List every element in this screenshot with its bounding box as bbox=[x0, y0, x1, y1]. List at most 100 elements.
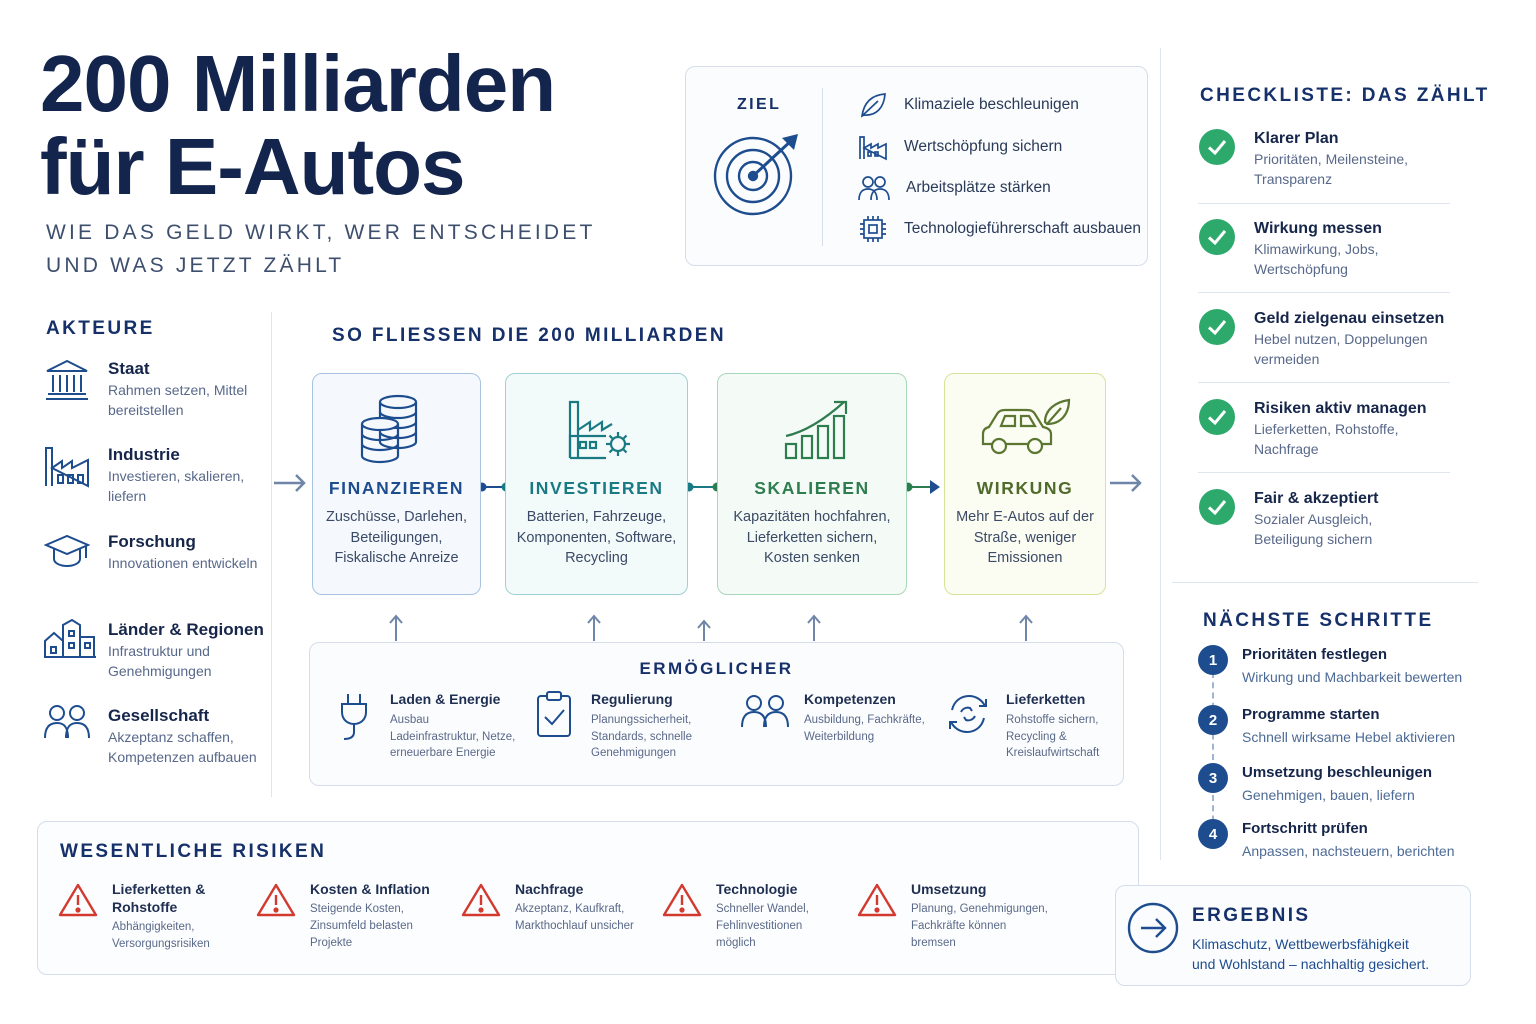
step-number: 4 bbox=[1198, 819, 1228, 849]
akteur-title: Länder & Regionen bbox=[108, 620, 264, 639]
checklist-title: Wirkung messen bbox=[1254, 220, 1382, 237]
enabler-text: Planungssicherheit, Standards, schnelle … bbox=[591, 714, 693, 759]
checklist-item: Risiken aktiv managen Lieferketten, Rohs… bbox=[1198, 398, 1434, 459]
check-circle-icon bbox=[1198, 308, 1236, 369]
plug-icon bbox=[338, 690, 374, 762]
risk-item: Lieferketten & Rohstoffe Abhängigkeiten,… bbox=[58, 880, 232, 953]
ziel-item: Klimaziele beschleunigen bbox=[858, 90, 1079, 120]
akteur-text: Infrastruktur und Genehmigungen bbox=[108, 643, 212, 679]
akteur-item: Gesellschaft Akzeptanz schaffen, Kompete… bbox=[44, 705, 264, 767]
flow-connector bbox=[902, 478, 942, 496]
warning-icon bbox=[58, 880, 98, 953]
car-leaf-icon bbox=[979, 398, 1073, 460]
people-icon bbox=[858, 173, 890, 203]
subtitle-line-1: WIE DAS GELD WIRKT, WER ENTSCHEIDET bbox=[46, 221, 596, 244]
arrow-circle-icon bbox=[1127, 902, 1179, 954]
enabler-title: Regulierung bbox=[591, 691, 673, 707]
city-icon bbox=[44, 619, 96, 681]
enabler-up-arrow bbox=[807, 614, 821, 642]
checklist-heading: CHECKLISTE: DAS ZÄHLT bbox=[1200, 85, 1490, 106]
flow-card-skalieren: SKALIEREN Kapazitäten hochfahren, Liefer… bbox=[717, 373, 907, 595]
risk-text: Planung, Genehmigungen, Fachkräfte könne… bbox=[911, 903, 1048, 949]
step-text: Wirkung und Machbarkeit bewerten bbox=[1242, 669, 1463, 685]
right-column-divider bbox=[1160, 48, 1161, 860]
ergebnis-line-1: Klimaschutz, Wettbewerbsfähigkeit bbox=[1192, 936, 1409, 952]
akteur-item: Industrie Investieren, skalieren, liefer… bbox=[44, 444, 264, 506]
risk-text: Akzeptanz, Kaufkraft, Markthochlauf unsi… bbox=[515, 903, 634, 932]
step-title: Umsetzung beschleunigen bbox=[1242, 764, 1433, 781]
ziel-text: Arbeitsplätze stärken bbox=[906, 179, 1051, 196]
enabler-item: Regulierung Planungssicherheit, Standard… bbox=[536, 690, 721, 762]
akteur-title: Industrie bbox=[108, 445, 180, 464]
akteure-heading: AKTEURE bbox=[46, 318, 155, 339]
flow-card-wirkung: WIRKUNG Mehr E-Autos auf der Straße, wen… bbox=[944, 373, 1106, 595]
risk-item: Kosten & Inflation Steigende Kosten, Zin… bbox=[256, 880, 440, 952]
enabler-text: Rohstoffe sichern, Recycling & Kreislauf… bbox=[1006, 714, 1100, 759]
ergebnis-panel bbox=[1115, 885, 1471, 986]
check-circle-icon bbox=[1198, 488, 1236, 549]
step-number: 2 bbox=[1198, 705, 1228, 735]
people-icon bbox=[740, 690, 790, 745]
ergebnis-heading: ERGEBNIS bbox=[1192, 905, 1311, 926]
subtitle-line-2: UND WAS JETZT ZÄHLT bbox=[46, 254, 345, 277]
check-circle-icon bbox=[1198, 128, 1236, 189]
enabler-text: Ausbau Ladeinfrastruktur, Netze, erneuer… bbox=[390, 714, 516, 759]
checklist-text: Sozialer Ausgleich, Beteiligung sichern bbox=[1254, 511, 1373, 547]
warning-icon bbox=[662, 880, 702, 952]
ziel-item: Wertschöpfung sichern bbox=[858, 132, 1062, 162]
checklist-separator bbox=[1198, 203, 1450, 204]
flow-card-title: FINANZIEREN bbox=[328, 478, 465, 498]
growth-chart-icon bbox=[784, 398, 852, 462]
risk-title: Kosten & Inflation bbox=[310, 881, 430, 897]
akteur-text: Akzeptanz schaffen, Kompetenzen aufbauen bbox=[108, 729, 257, 765]
steps-heading: NÄCHSTE SCHRITTE bbox=[1203, 610, 1434, 631]
step-text: Schnell wirksame Hebel aktivieren bbox=[1242, 729, 1456, 745]
risk-item: Technologie Schneller Wandel, Fehlinvest… bbox=[662, 880, 836, 952]
enabler-up-arrow bbox=[587, 614, 601, 642]
enabler-item: Lieferketten Rohstoffe sichern, Recyclin… bbox=[944, 690, 1116, 762]
enabler-title: Lieferketten bbox=[1006, 691, 1086, 707]
page-subtitle: WIE DAS GELD WIRKT, WER ENTSCHEIDET UND … bbox=[46, 216, 596, 282]
checklist-text: Hebel nutzen, Doppelungen vermeiden bbox=[1254, 331, 1428, 367]
checklist-item: Fair & akzeptiert Sozialer Ausgleich, Be… bbox=[1198, 488, 1434, 549]
title-line-1: 200 Milliarden bbox=[40, 39, 556, 128]
title-line-2: für E-Autos bbox=[40, 122, 466, 211]
clipboard-check-icon bbox=[536, 690, 574, 762]
ziel-item: Arbeitsplätze stärken bbox=[858, 173, 1051, 203]
risks-heading: WESENTLICHE RISIKEN bbox=[60, 841, 327, 862]
section-separator bbox=[1172, 582, 1478, 583]
factory-gear-icon bbox=[566, 396, 634, 462]
checklist-text: Prioritäten, Meilensteine, Transparenz bbox=[1254, 151, 1409, 187]
warning-icon bbox=[256, 880, 296, 952]
risk-title: Technologie bbox=[716, 881, 798, 897]
step-text: Genehmigen, bauen, liefern bbox=[1242, 787, 1415, 803]
ergebnis-text: Klimaschutz, Wettbewerbsfähigkeit und Wo… bbox=[1192, 934, 1429, 974]
checklist-item: Wirkung messen Klimawirkung, Jobs, Werts… bbox=[1198, 218, 1454, 279]
flow-entry-arrow bbox=[272, 472, 308, 494]
akteur-item: Staat Rahmen setzen, Mittel bereitstelle… bbox=[44, 358, 264, 420]
graduation-cap-icon bbox=[44, 531, 94, 573]
cycle-icon bbox=[944, 690, 992, 762]
chip-icon bbox=[858, 214, 888, 244]
checklist-title: Risiken aktiv managen bbox=[1254, 400, 1427, 417]
flow-card-text: Zuschüsse, Darlehen, Beteiligungen, Fisk… bbox=[325, 509, 468, 566]
leaf-icon bbox=[858, 90, 888, 120]
ziel-text: Klimaziele beschleunigen bbox=[904, 96, 1079, 113]
enabler-panel bbox=[309, 642, 1124, 786]
check-circle-icon bbox=[1198, 398, 1236, 459]
akteur-text: Investieren, skalieren, liefern bbox=[108, 468, 245, 504]
flow-exit-arrow bbox=[1108, 472, 1144, 494]
step-title: Programme starten bbox=[1242, 706, 1380, 723]
step-text: Anpassen, nachsteuern, berichten bbox=[1242, 843, 1455, 859]
checklist-title: Klarer Plan bbox=[1254, 130, 1339, 147]
checklist-title: Fair & akzeptiert bbox=[1254, 490, 1379, 507]
step-item: 2 Programme starten Schnell wirksame Heb… bbox=[1198, 705, 1455, 747]
flow-card-text: Batterien, Fahrzeuge, Komponenten, Softw… bbox=[516, 509, 677, 566]
risk-title: Lieferketten & Rohstoffe bbox=[112, 881, 206, 915]
enabler-title: Laden & Energie bbox=[390, 691, 501, 707]
enabler-item: Kompetenzen Ausbildung, Fachkräfte, Weit… bbox=[740, 690, 930, 745]
checklist-text: Klimawirkung, Jobs, Wertschöpfung bbox=[1254, 241, 1379, 277]
akteur-item: Länder & Regionen Infrastruktur und Gene… bbox=[44, 619, 264, 681]
factory-icon bbox=[44, 444, 94, 506]
enabler-heading: ERMÖGLICHER bbox=[639, 659, 794, 678]
